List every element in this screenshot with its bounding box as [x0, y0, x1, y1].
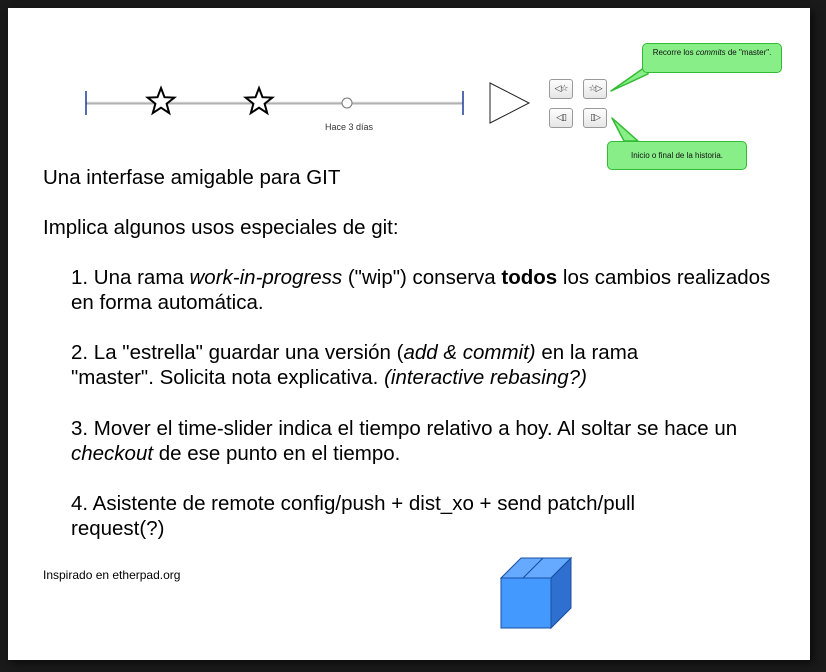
next-star-button[interactable]: ☆▷: [583, 79, 607, 99]
cube-icon: [499, 556, 573, 630]
callout-history: Inicio o final de la historia.: [607, 141, 747, 170]
callout-bottom-pointer: [611, 117, 639, 142]
play-triangle-icon[interactable]: [489, 82, 531, 124]
page-title: Una interfase amigable para GIT: [43, 166, 341, 189]
list-item: 3. Mover el time-slider indica el tiempo…: [71, 417, 738, 465]
slide: Hace 3 días ◁☆ ☆▷ ◁▯ ▯▷ Recorre los comm…: [8, 8, 810, 660]
list-item: 2. La "estrella" guardar una versión (ad…: [71, 341, 639, 389]
history-start-button[interactable]: ◁▯: [549, 108, 573, 128]
slider-graphics: [85, 64, 649, 630]
slider-time-label: Hace 3 días: [325, 122, 374, 132]
intro-text: Implica algunos usos especiales de git:: [43, 216, 399, 239]
list-item: 1. Una rama work-in-progress ("wip") con…: [71, 266, 771, 314]
star-icon[interactable]: [242, 85, 276, 116]
callout-commits: Recorre los commits de "master".: [642, 43, 782, 73]
footer-credit: Inspirado en etherpad.org: [43, 568, 181, 582]
star-icon[interactable]: [144, 85, 178, 116]
slider-handle[interactable]: [341, 97, 353, 109]
list-item: 4. Asistente de remote config/push + dis…: [71, 492, 636, 540]
prev-star-button[interactable]: ◁☆: [549, 79, 573, 99]
history-end-button[interactable]: ▯▷: [583, 108, 607, 128]
